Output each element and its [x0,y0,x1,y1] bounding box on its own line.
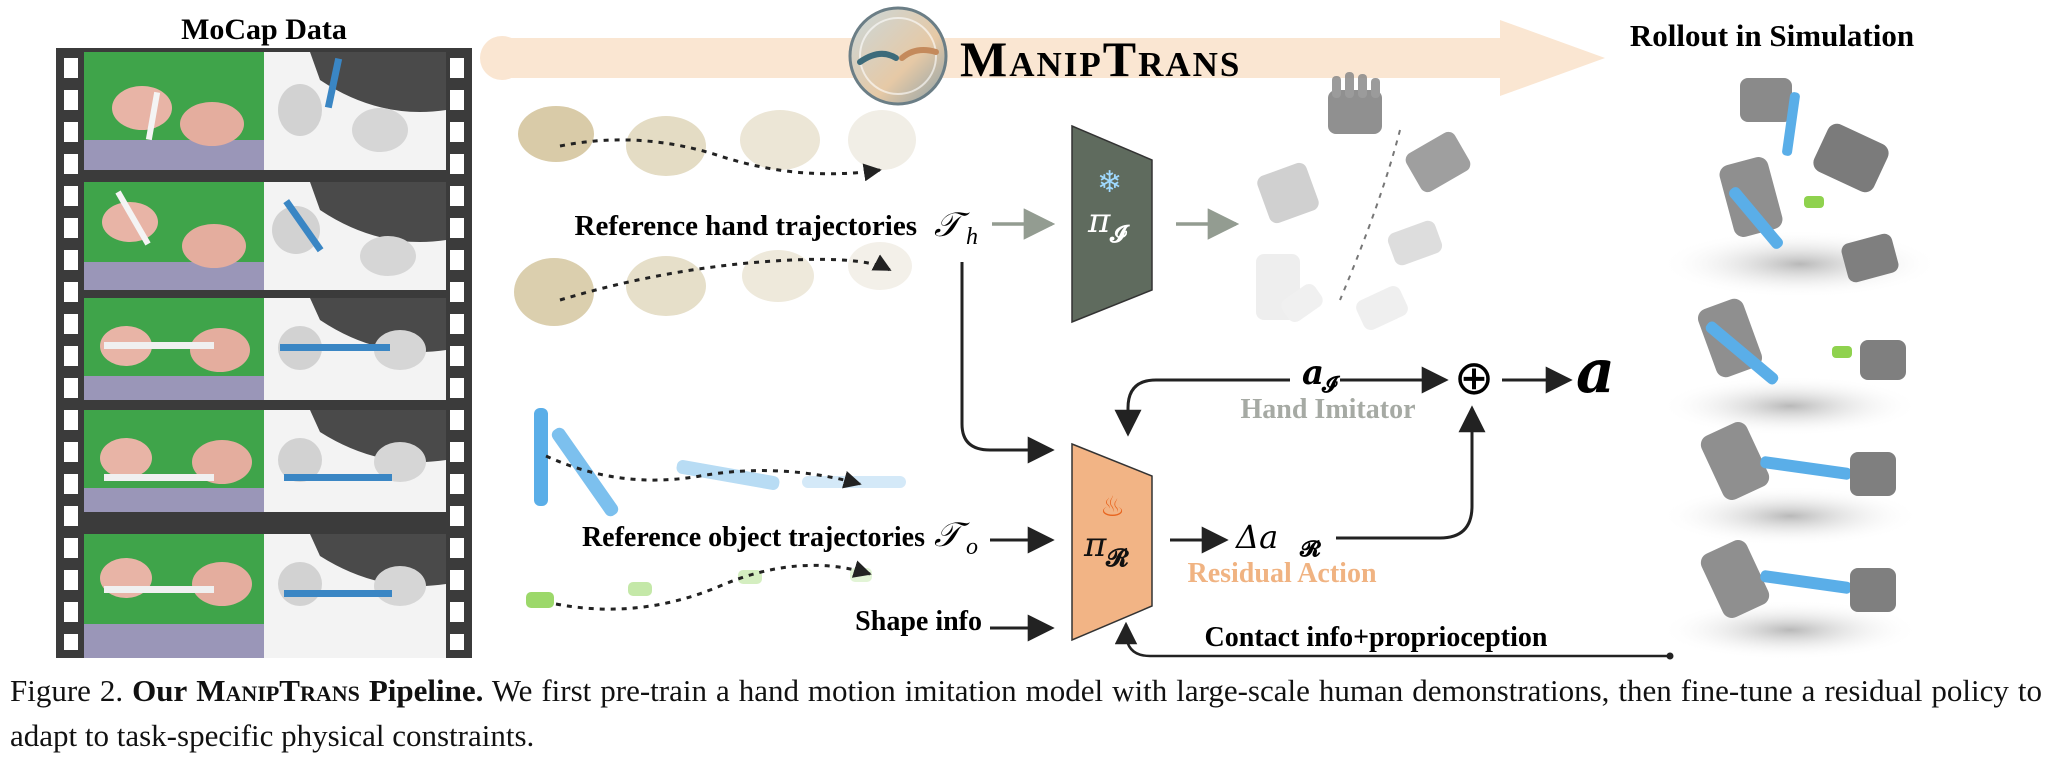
robot-trajectory-path [1339,129,1401,301]
marker-render [676,460,780,490]
tau-o-symbol: 𝒯 o [934,515,978,560]
mocap-frame [84,410,446,512]
hand-trajectory-path-bottom [559,254,892,302]
hand-trajectory-path-top [559,138,882,182]
marker-render [534,408,548,506]
oplus-symbol: ⊕ [1454,350,1494,406]
contact-info-label: Contact info+proprioception [1205,622,1548,653]
cap-render [526,592,554,608]
mocap-film-strip [56,48,472,658]
tau-h-symbol: 𝒯 h [934,205,978,250]
caption-bold-name: ManipTrans [196,673,360,708]
film-perforations-left [64,58,78,650]
reference-object-renders [526,408,906,608]
ref-object-label: Reference object trajectories [582,522,925,553]
caption-bold-our: Our [132,673,188,708]
arrow-delta-a-to-oplus [1336,405,1486,540]
delta-a-r-sub: 𝓡 [1299,536,1321,562]
banner-arrow [500,20,1605,96]
delta-a-r-symbol: Δa 𝓡 [1234,518,1321,562]
rollout-renders [1660,78,1940,660]
banner: ManipTrans [480,6,1605,106]
delta-a-r: Δa [1234,518,1278,556]
ref-hand-label: Reference hand trajectories [575,210,918,242]
a-i-symbol: a 𝓘 [1302,353,1341,398]
robot-hand-render [1257,162,1319,224]
pi-r-sub: 𝓡 [1105,543,1129,572]
robot-hand-render [1256,254,1323,322]
hand-imitator-policy: ❄ π 𝓘 [1071,124,1153,324]
a-i-sub: 𝓘 [1321,372,1341,398]
residual-action-label: Residual Action [1187,558,1376,589]
imitator-robot-renders [1256,72,1471,331]
arrow-contact-feedback-to-pi-r [1114,621,1670,658]
reference-hand-renders [514,106,916,326]
object-trajectory-path-bottom [555,560,872,611]
pi-i-sub: 𝓘 [1109,219,1130,248]
robot-hand-render [1356,285,1408,331]
pi-i: π [1087,201,1111,241]
marker-render [551,427,619,517]
mocap-frame [84,298,446,400]
arrow-tau-h-to-pi-r [960,262,1055,464]
rollout-frame [1719,78,1899,283]
tau-o-sub: o [966,534,978,560]
mocap-frame [84,52,446,170]
robot-hand-render [1328,72,1382,134]
contact-line-origin [1666,652,1674,660]
caption-text: We first pre-train a hand motion imitati… [10,673,2043,753]
mocap-frame [84,534,446,658]
a-i: a [1302,353,1324,393]
tau-h-sub: h [966,224,978,250]
rollout-frame [1700,422,1896,500]
tau-o: 𝒯 [934,515,970,555]
snowflake-icon: ❄ [1097,165,1122,200]
figure-caption: Figure 2. Our ManipTrans Pipeline. We fi… [10,668,2042,758]
robot-hand-render [1387,220,1443,266]
pi-r: π [1083,525,1107,565]
cap-render [738,570,762,584]
film-perforations-right [450,58,464,650]
robot-hand-render [1405,131,1471,193]
hand-imitator-label: Hand Imitator [1241,394,1416,425]
object-trajectory-path-top [545,454,862,489]
flame-icon: ♨ [1100,490,1125,523]
tau-h: 𝒯 [934,205,970,245]
mocap-frame [84,182,446,290]
maniptrans-logo [848,6,948,106]
action-output: a [1576,337,1615,407]
title: ManipTrans [960,31,1241,87]
shape-info-label: Shape info [855,606,982,637]
residual-policy: ♨ π 𝓡 [1071,442,1153,642]
arrow-a-i-feedback-to-pi-r [1114,378,1290,437]
cap-render [628,582,652,596]
caption-prefix: Figure 2. [10,673,124,708]
rollout-label: Rollout in Simulation [1630,18,1914,53]
rollout-frame [1700,540,1896,618]
mocap-label: MoCap Data [181,13,347,46]
caption-bold-pipeline: Pipeline. [368,673,484,708]
rollout-frame [1697,298,1906,385]
banner-arrow-tail [480,36,524,80]
